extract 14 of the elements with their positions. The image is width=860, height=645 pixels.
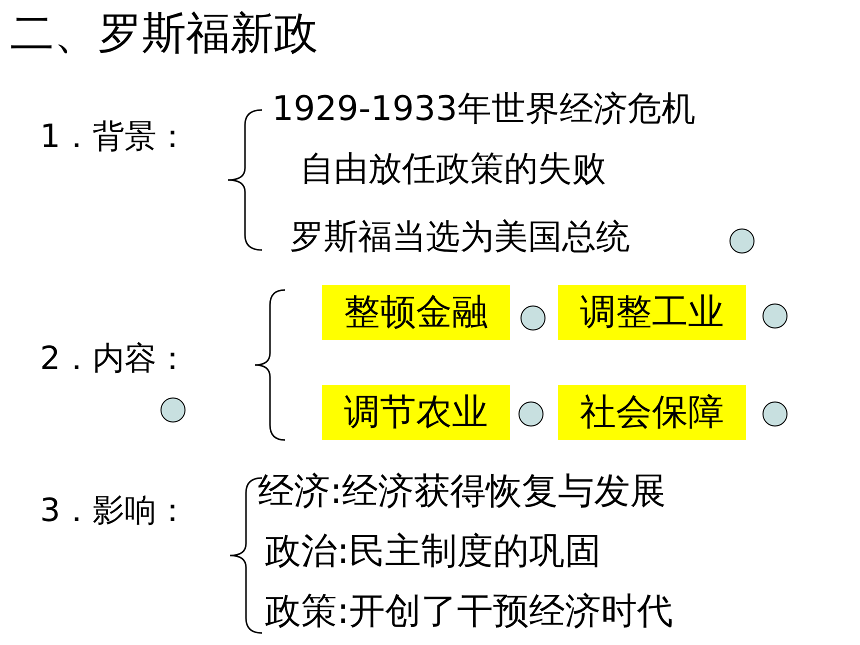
highlight-box: 调节农业 (322, 385, 510, 440)
highlight-box: 整顿金融 (322, 285, 510, 340)
section-heading: 2．内容： (40, 342, 188, 374)
title: 二、罗斯福新政 (10, 12, 318, 56)
list-item: 自由放任政策的失败 (300, 152, 606, 186)
list-item: 罗斯福当选为美国总统 (290, 220, 630, 254)
highlight-box: 社会保障 (558, 385, 746, 440)
list-item: 1929-1933年世界经济危机 (272, 92, 696, 126)
section-heading: 3．影响： (40, 494, 188, 526)
section-heading: 1．背景： (40, 120, 188, 152)
list-item: 政策:开创了干预经济时代 (265, 594, 674, 630)
list-item: 政治:民主制度的巩固 (265, 534, 602, 570)
highlight-box: 调整工业 (558, 285, 746, 340)
list-item: 经济:经济获得恢复与发展 (258, 474, 666, 510)
